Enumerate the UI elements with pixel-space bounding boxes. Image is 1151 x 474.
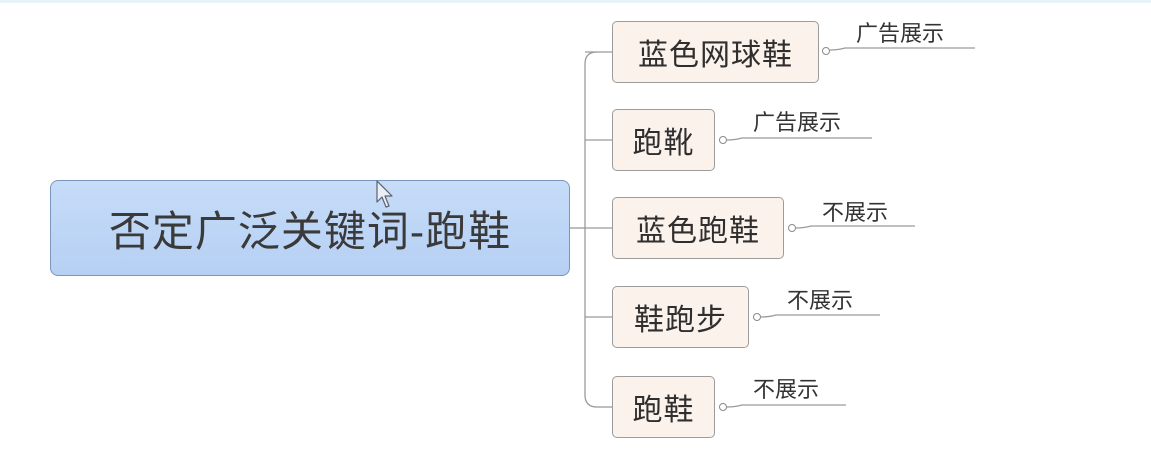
collapse-toggle-icon[interactable] — [719, 136, 727, 144]
trunk-line — [584, 51, 598, 408]
top-border — [0, 0, 1151, 3]
branch-node-3[interactable]: 蓝色跑鞋 — [612, 197, 784, 259]
branch-label: 蓝色跑鞋 — [636, 214, 760, 249]
branch-node-4[interactable]: 鞋跑步 — [612, 286, 749, 348]
note-line-4 — [760, 314, 880, 318]
root-label: 否定广泛关键词-跑鞋 — [108, 206, 512, 256]
note-line-2 — [726, 137, 872, 141]
note-line-1 — [829, 47, 975, 51]
branch-label: 跑鞋 — [632, 393, 695, 428]
collapse-toggle-icon[interactable] — [822, 47, 830, 55]
branch-note[interactable]: 不展示 — [787, 289, 854, 314]
branch-node-1[interactable]: 蓝色网球鞋 — [612, 21, 819, 83]
branch-label: 鞋跑步 — [634, 303, 727, 338]
note-line-3 — [795, 225, 915, 229]
branch-note[interactable]: 广告展示 — [856, 22, 945, 47]
collapse-toggle-icon[interactable] — [788, 224, 796, 232]
branch-label: 跑靴 — [632, 126, 695, 161]
root-node[interactable]: 否定广泛关键词-跑鞋 — [50, 180, 570, 276]
note-line-5 — [726, 404, 846, 408]
mouse-cursor-icon — [376, 180, 393, 208]
branch-label: 蓝色网球鞋 — [638, 38, 793, 73]
collapse-toggle-icon[interactable] — [753, 313, 761, 321]
branch-node-5[interactable]: 跑鞋 — [612, 376, 715, 438]
collapse-toggle-icon[interactable] — [719, 403, 727, 411]
branch-note[interactable]: 不展示 — [753, 378, 820, 403]
branch-note[interactable]: 广告展示 — [753, 111, 842, 136]
branch-note[interactable]: 不展示 — [822, 201, 889, 226]
branch-node-2[interactable]: 跑靴 — [612, 109, 715, 171]
